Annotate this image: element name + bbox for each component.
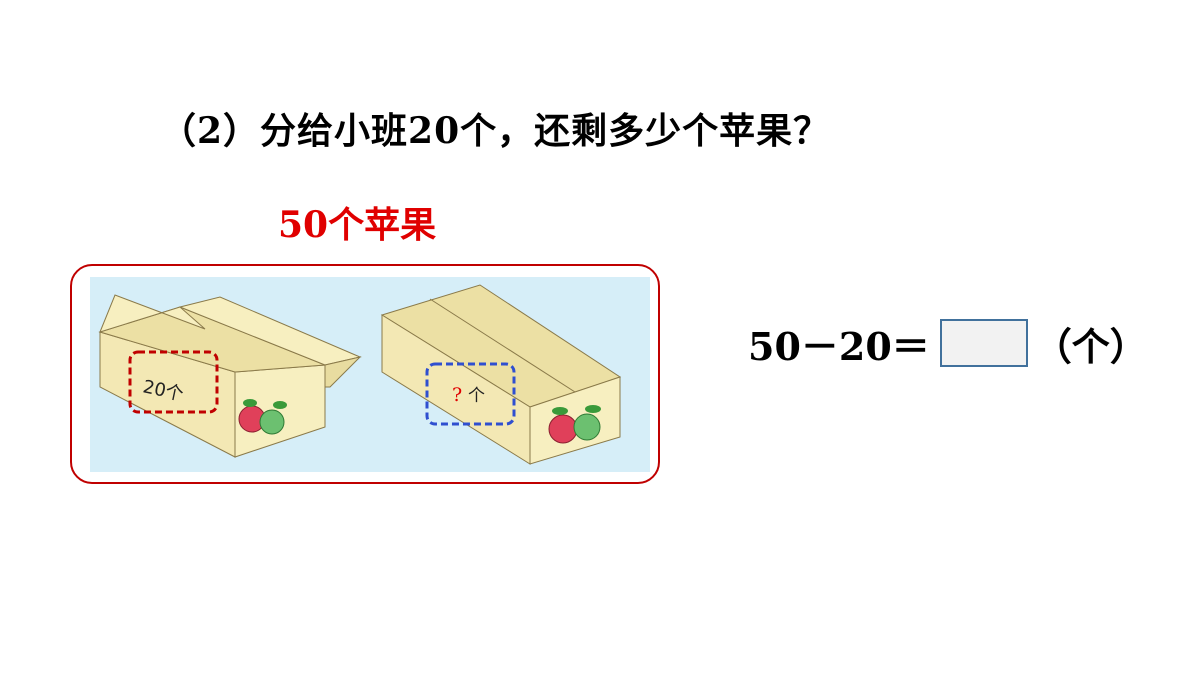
closed-box: ? 个 xyxy=(380,284,622,465)
equation: 50－20＝ （个） xyxy=(748,318,1148,369)
apple-icon-right xyxy=(548,405,601,444)
left-label-highlight xyxy=(128,350,219,414)
right-box-label-unit: 个 xyxy=(468,386,485,406)
open-box: 20个 xyxy=(98,294,362,458)
apple-count-caption: 50个苹果 xyxy=(278,204,437,246)
answer-box[interactable] xyxy=(939,319,1028,367)
right-label-highlight xyxy=(425,362,516,426)
illustration-frame xyxy=(70,264,660,484)
question-text: （2）分给小班20个，还剩多少个苹果？ xyxy=(160,110,831,152)
equation-unit: （个） xyxy=(1033,323,1148,369)
apple-boxes-illustration: 20个 ? 个 xyxy=(90,277,650,472)
right-box-question-mark: ? xyxy=(452,384,462,406)
apple-icon-left xyxy=(238,399,287,435)
equation-expression: 50－20＝ xyxy=(748,323,930,369)
